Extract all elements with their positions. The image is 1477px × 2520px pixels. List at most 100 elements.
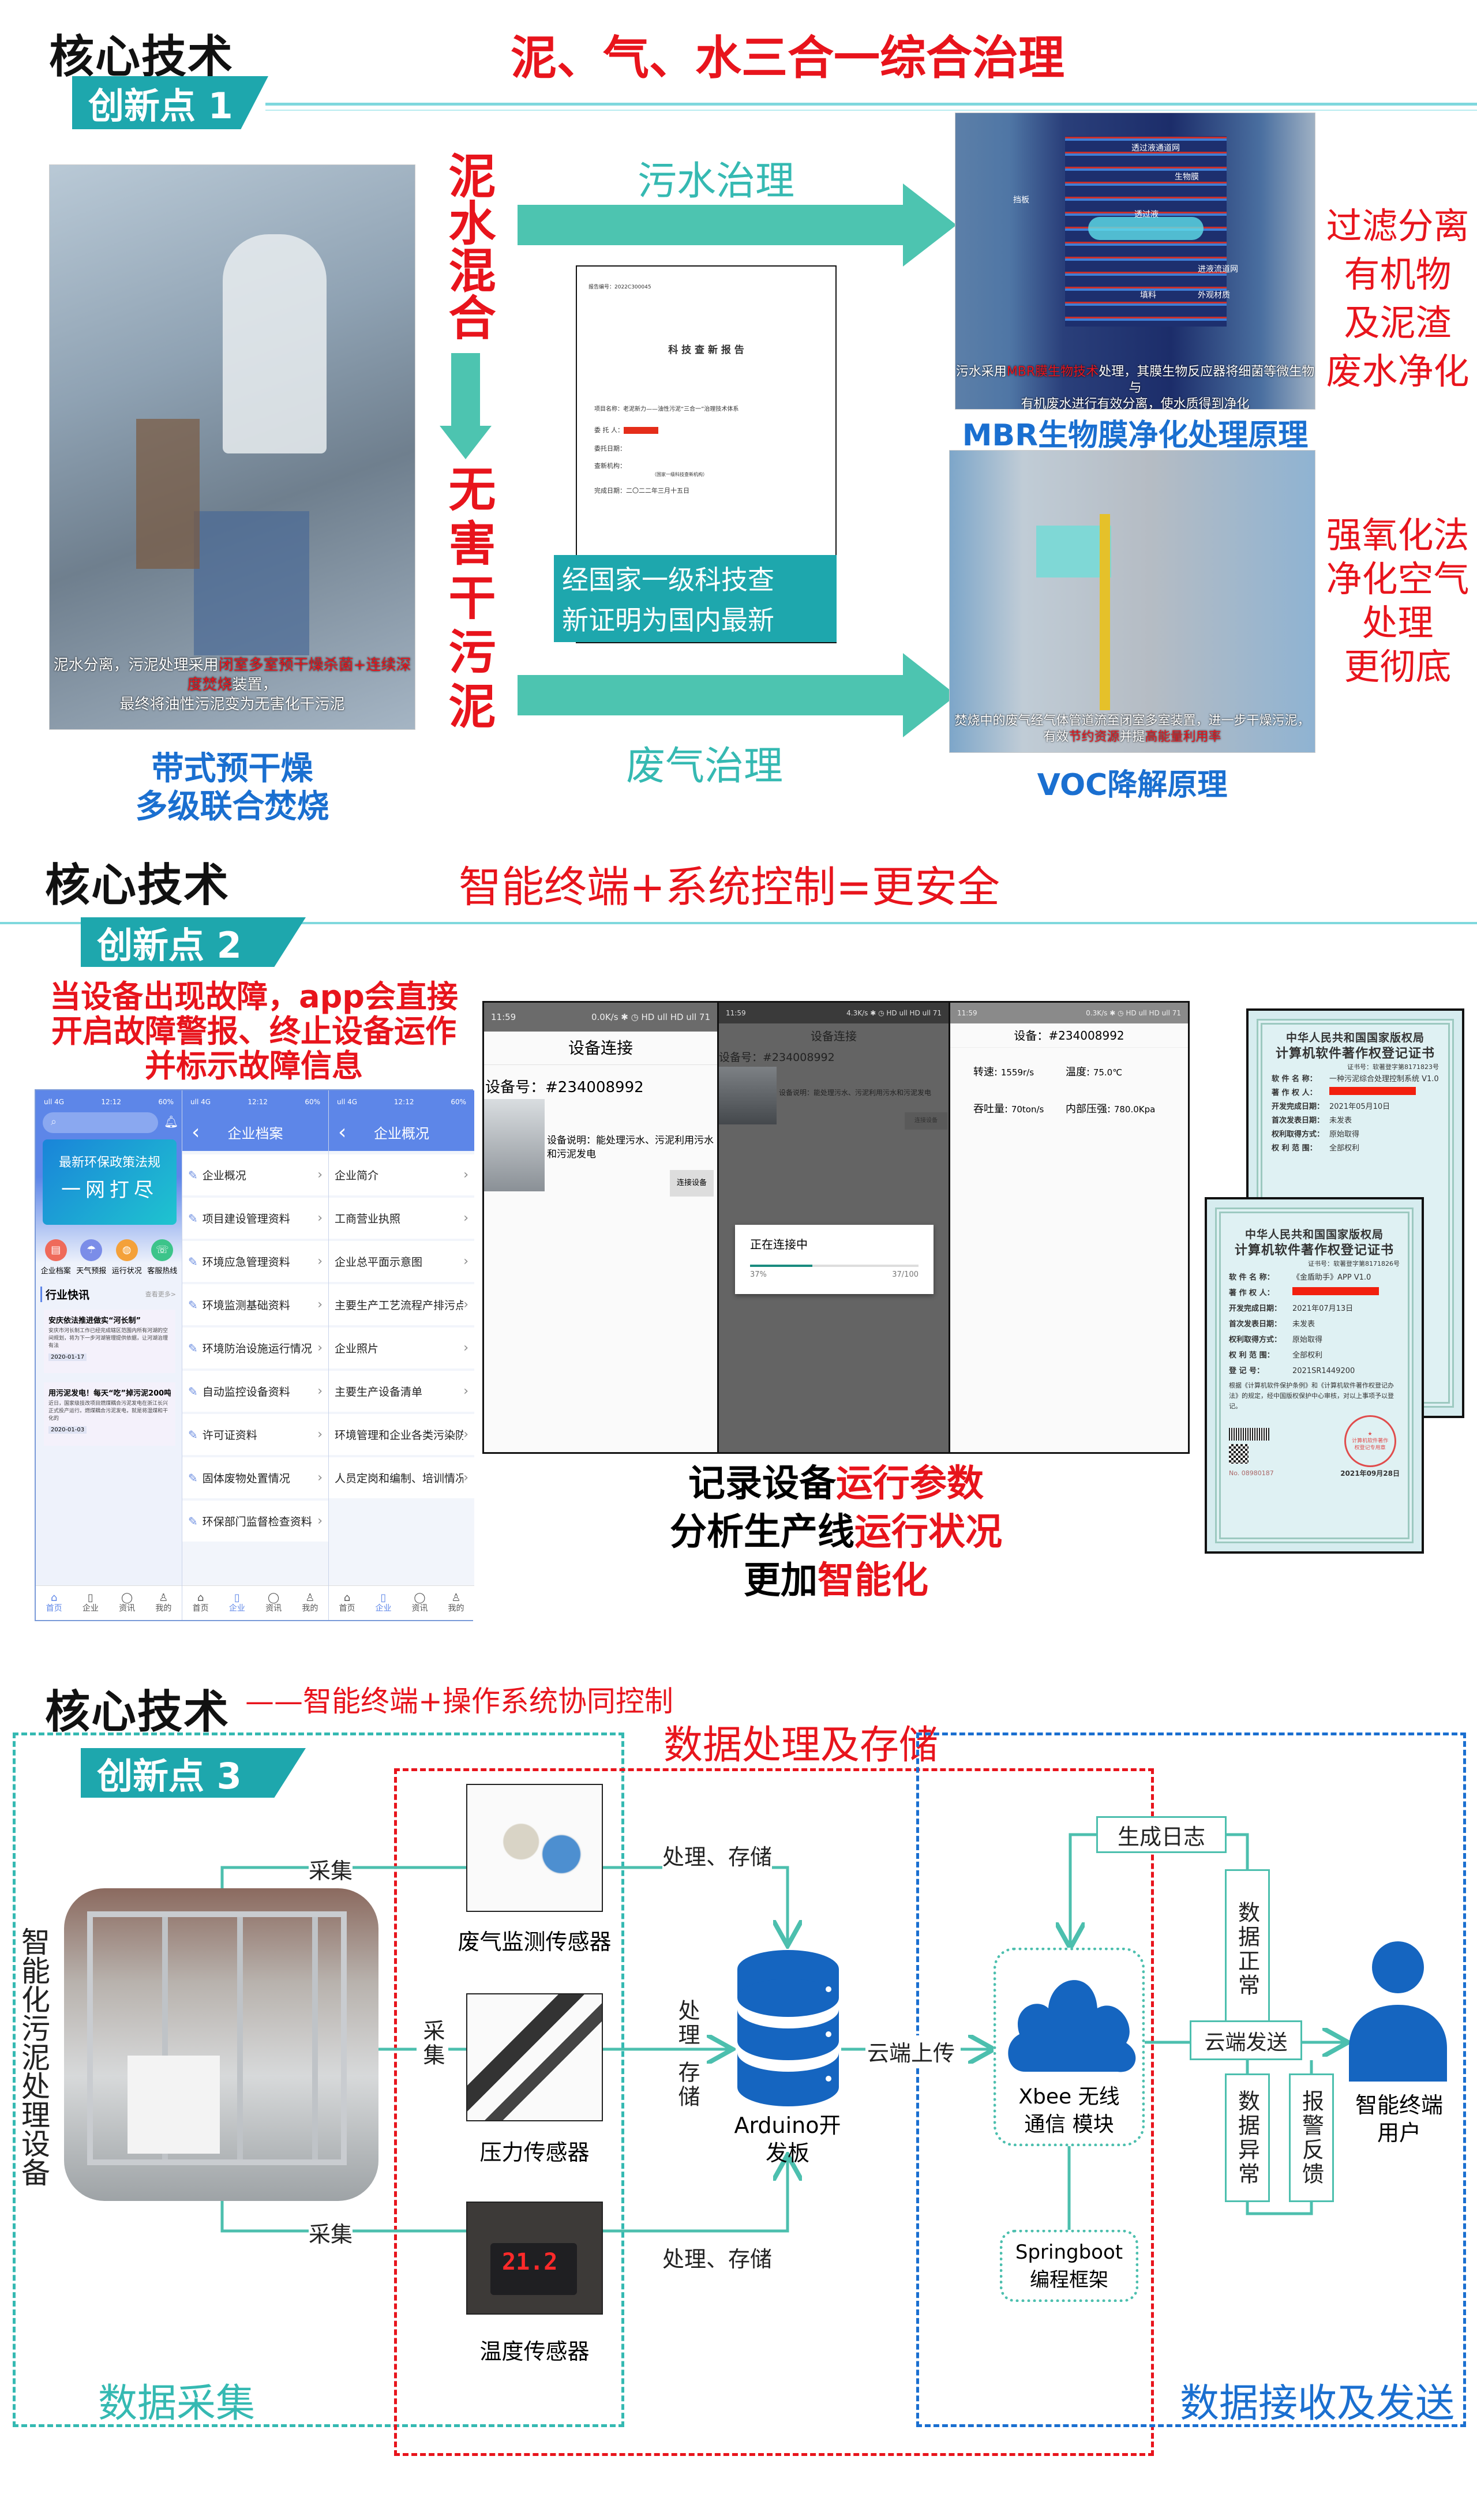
archive-list: ✎企业概况›✎项目建设管理资料›✎环境应急管理资料›✎环境监测基础资料›✎环境防… [182,1151,328,1542]
document-icon: ✎ [188,1385,198,1398]
temperature-readout: 21.2 [502,2249,558,2275]
list-item-content: 工商营业执照 [335,1210,400,1226]
voc-title: VOC降解原理 [1037,768,1228,802]
list-item[interactable]: 工商营业执照› [329,1198,474,1239]
list-item-label: 自动监控设备资料 [202,1386,290,1398]
benefit-line: 废水净化 [1326,350,1469,392]
chevron-right-icon: › [317,1168,323,1182]
sludge-treatment-device-photo [64,1888,378,2201]
list-item-content: ✎环境监测基础资料 [188,1297,290,1312]
list-item[interactable]: ✎许可证资料› [182,1414,328,1455]
report-agency-note: （国家一级科技查新机构） [652,472,707,477]
list-item[interactable]: 企业总平面示意图› [329,1241,474,1282]
list-item[interactable]: ✎环境应急管理资料› [182,1241,328,1282]
summary-line: 更加智能化 [482,1557,1190,1605]
news-item[interactable]: 用污泥发电！每天“吃”掉污泥200吨近日，国家级技改项目燃煤耦合污泥发电在浙江长… [44,1382,175,1446]
temperature-sensor-label: 温度传感器 [479,2339,590,2364]
collect-label: 采集 [309,2217,353,2248]
shortcut-1[interactable]: ☂天气预报 [76,1239,106,1276]
board-line: 发板 [765,2140,809,2166]
tab-3[interactable]: ♙我的 [155,1592,171,1614]
list-item[interactable]: ✎企业概况› [182,1154,328,1195]
summary-black: 更加 [744,1559,818,1602]
document-icon: ✎ [188,1471,198,1485]
more-link[interactable]: 查看更多> [145,1291,176,1298]
tab-2[interactable]: ◯资讯 [119,1592,135,1614]
tab-1[interactable]: ▯企业 [228,1592,245,1614]
connect-device-button[interactable]: 连接设备 [670,1170,714,1197]
fault-alert-text: 当设备出现故障，app会直接 开启故障警报、终止设备运作 并标示故障信息 [35,980,473,1083]
report-completed: 完成日期：二〇二二年三月十五日 [594,487,689,494]
search-input[interactable]: ⌕ [43,1112,158,1133]
list-item[interactable]: 企业照片› [329,1327,474,1368]
tab-2[interactable]: ◯资讯 [265,1592,282,1614]
data-processing-zone [394,1768,1154,2456]
row-value: 2021年07月13日 [1292,1304,1354,1313]
benefit-line: 有机物 [1344,253,1452,295]
report-client-label: 委 托 人： [594,426,624,434]
highlight-line: 新证明为国内最新 [562,605,774,636]
certificate-row: 权利取得方式：原始取得 [1229,1334,1400,1347]
tab-icon: ⌂ [50,1591,58,1604]
signal-indicator: ull 4G [190,1098,211,1106]
arduino-board-label: Arduino开 发板 [710,2112,865,2167]
list-item-content: ✎环保部门监督检查资料 [188,1513,312,1529]
springboot-line: 编程框架 [1030,2268,1108,2292]
list-item[interactable]: ✎环境防治设施运行情况› [182,1327,328,1368]
document-icon: ✎ [188,1428,198,1442]
mbr-label: 生物膜 [1175,172,1199,182]
collect-label: 采集 [309,1853,353,1885]
row-label: 登 记 号： [1229,1367,1265,1375]
list-item[interactable]: ✎自动监控设备资料› [182,1371,328,1412]
redacted-block [1329,1087,1416,1095]
issue-date: 2021年09月28日 [1340,1469,1400,1477]
back-icon[interactable]: ‹ [338,1120,347,1144]
alert-line: 并标示故障信息 [145,1048,363,1084]
official-seal: ★计算机软件著作权登记专用章 [1344,1415,1396,1467]
tab-0[interactable]: ⌂首页 [46,1591,62,1614]
copyright-certificate-front: 中华人民共和国国家版权局 计算机软件著作权登记证书 证书号：软著登字第81718… [1205,1197,1424,1554]
list-item[interactable]: 人员定岗和编制、培训情况说明› [329,1457,474,1498]
list-item[interactable]: 企业简介› [329,1154,474,1195]
speed-value: 1559r/s [1000,1067,1034,1078]
shortcut-3[interactable]: ☏客服热线 [147,1239,177,1276]
back-icon[interactable]: ‹ [192,1120,200,1144]
row-label: 权利取得方式： [1272,1130,1325,1139]
voc-degradation-render: 焚烧中的废气经气体管道流至闭室多室装置，进一步干燥污泥，有效节约资源并提高能量利… [949,450,1315,753]
tab-1[interactable]: ▯企业 [376,1591,392,1614]
tab-3[interactable]: ♙我的 [448,1592,464,1614]
tab-2[interactable]: ◯资讯 [412,1592,428,1614]
report-agency-label: 查新机构： [594,462,626,470]
tab-1[interactable]: ▯企业 [83,1592,99,1614]
tab-label: 企业 [228,1603,245,1613]
tab-0[interactable]: ⌂首页 [339,1592,355,1614]
tab-icon: ▯ [380,1591,387,1604]
list-item[interactable]: ✎环保部门监督检查资料› [182,1501,328,1542]
document-icon: ✎ [188,1212,198,1225]
list-item[interactable]: ✎项目建设管理资料› [182,1198,328,1239]
throughput-value: 70ton/s [1011,1104,1044,1115]
shortcut-0[interactable]: ▤企业档案 [41,1239,71,1276]
list-item[interactable]: 环境管理和企业各类污染防治管理制度› [329,1414,474,1455]
news-header: 行业快讯 [40,1287,89,1302]
summary-text: 记录设备运行参数 分析生产线运行状况 更加智能化 [482,1460,1190,1605]
policy-banner[interactable]: 最新环保政策法规 一网打尽 [43,1139,177,1225]
connect-device-button[interactable]: 连接设备 [905,1112,947,1130]
list-item[interactable]: ✎环境监测基础资料› [182,1284,328,1325]
tab-icon: ♙ [305,1591,315,1604]
list-item[interactable]: ✎固体废物处置情况› [182,1457,328,1498]
list-item[interactable]: 主要生产设备清单› [329,1371,474,1412]
bell-icon[interactable]: 🔔︎ [164,1115,179,1128]
shortcut-2[interactable]: ◍运行状况 [112,1239,142,1276]
list-item-label: 环境应急管理资料 [202,1256,290,1269]
tab-bar: ⌂首页 ▯企业 ◯资讯 ♙我的 [329,1585,474,1620]
tab-3[interactable]: ♙我的 [302,1591,318,1614]
param-label: 转速: [973,1066,998,1078]
tab-0[interactable]: ⌂首页 [193,1592,209,1614]
row-label: 首次发表日期： [1272,1116,1325,1125]
list-item[interactable]: 主要生产工艺流程产排污点位示意图› [329,1284,474,1325]
news-item[interactable]: 安庆依法推进做实“河长制”安庆市河长制工作已经完成辖区范围内所有河湖的空间规划，… [44,1310,175,1373]
user-line: 用户 [1377,2120,1421,2146]
